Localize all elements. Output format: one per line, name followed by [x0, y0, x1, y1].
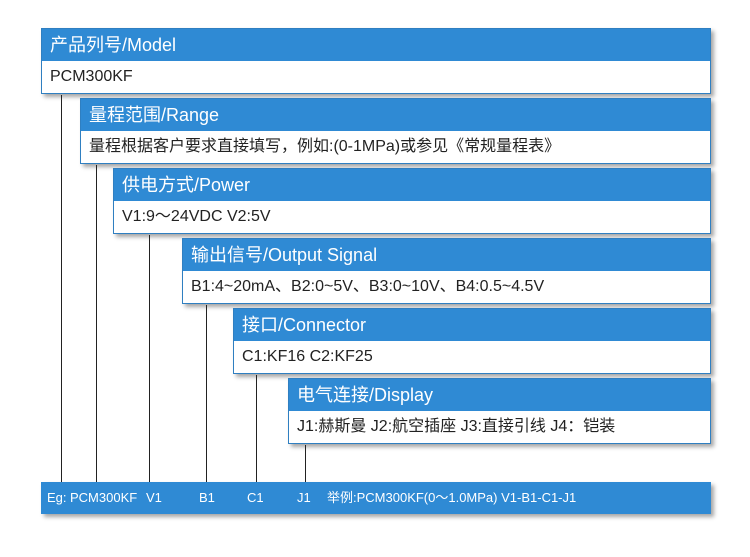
display-section: 电气连接/Display J1:赫斯曼 J2:航空插座 J3:直接引线 J4：铠…	[288, 378, 711, 444]
power-header: 供电方式/Power	[114, 169, 710, 201]
power-content: V1:9～24VDC V2:5V	[122, 208, 271, 225]
connector-line-connector	[256, 375, 257, 482]
connector-line-range	[96, 165, 97, 482]
power-section: 供电方式/Power V1:9～24VDC V2:5V	[113, 168, 711, 234]
footer-eg-label: Eg:	[47, 490, 67, 505]
output-signal-header: 输出信号/Output Signal	[183, 239, 710, 271]
range-section: 量程范围/Range 量程根据客户要求直接填写，例如:(0-1MPa)或参见《常…	[80, 98, 711, 164]
range-content: 量程根据客户要求直接填写，例如:(0-1MPa)或参见《常规量程表》	[89, 138, 561, 155]
footer-example: 举例:PCM300KF(0～1.0MPa) V1-B1-C1-J1	[327, 490, 577, 505]
connector-header: 接口/Connector	[234, 309, 710, 341]
model-content: PCM300KF	[50, 68, 133, 85]
footer-output-code: B1	[199, 490, 215, 505]
footer-display-code: J1	[297, 490, 311, 505]
connector-section: 接口/Connector C1:KF16 C2:KF25	[233, 308, 711, 374]
display-content: J1:赫斯曼 J2:航空插座 J3:直接引线 J4：铠装	[297, 418, 616, 435]
connector-line-power	[149, 235, 150, 482]
output-signal-section: 输出信号/Output Signal B1:4~20mA、B2:0~5V、B3:…	[182, 238, 711, 304]
connector-line-output	[206, 305, 207, 482]
range-header: 量程范围/Range	[81, 99, 710, 131]
model-header: 产品列号/Model	[42, 29, 710, 61]
footer-model-code: PCM300KF	[70, 490, 138, 505]
model-section: 产品列号/Model PCM300KF	[41, 28, 711, 94]
example-bar: Eg: PCM300KF V1 B1 C1 J1 举例:PCM300KF(0～1…	[41, 482, 711, 514]
connector-line-model	[61, 95, 62, 482]
footer-connector-code: C1	[247, 490, 264, 505]
display-header: 电气连接/Display	[289, 379, 710, 411]
connector-line-display	[305, 445, 306, 482]
output-signal-content: B1:4~20mA、B2:0~5V、B3:0~10V、B4:0.5~4.5V	[191, 278, 545, 295]
footer-power-code: V1	[146, 490, 162, 505]
connector-content: C1:KF16 C2:KF25	[242, 348, 373, 365]
